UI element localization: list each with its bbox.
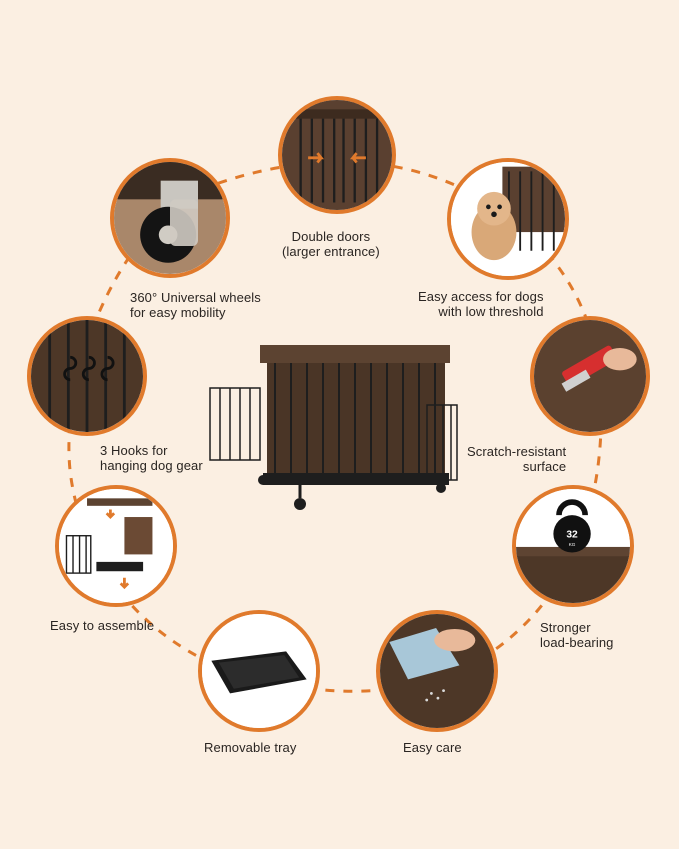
kettlebell-unit: KG <box>569 542 576 547</box>
caption-line: Stronger <box>540 620 591 635</box>
load-bearing-image: 32 KG <box>512 485 634 607</box>
caption-line: Easy care <box>403 740 462 755</box>
wheels-image <box>110 158 230 278</box>
caption-care: Easy care <box>403 740 462 755</box>
double-doors-image <box>278 96 396 214</box>
caption-line: Easy to assemble <box>50 618 155 633</box>
assemble-image <box>55 485 177 607</box>
caption-easy-access: Easy access for dogs with low threshold <box>418 289 544 319</box>
caption-line: surface <box>522 459 567 474</box>
dog-crate-product-image <box>205 340 465 515</box>
hooks-image <box>27 316 147 436</box>
caption-line: with low threshold <box>438 304 544 319</box>
caption-load: Stronger load-bearing <box>540 620 613 650</box>
caption-hooks: 3 Hooks for hanging dog gear <box>100 443 203 473</box>
caption-double-doors: Double doors (larger entrance) <box>282 229 380 259</box>
caption-line: Removable tray <box>204 740 297 755</box>
scratch-resistant-image <box>530 316 650 436</box>
caption-line: Double doors <box>291 229 371 244</box>
easy-access-image <box>447 158 569 280</box>
caption-line: 360° Universal wheels <box>130 290 261 305</box>
caption-wheels: 360° Universal wheels for easy mobility <box>130 290 261 320</box>
caption-tray: Removable tray <box>204 740 296 755</box>
easy-care-image <box>376 610 498 732</box>
caption-line: 3 Hooks for <box>100 443 168 458</box>
caption-line: hanging dog gear <box>100 458 203 473</box>
tray-image <box>198 610 320 732</box>
caption-line: load-bearing <box>540 635 614 650</box>
caption-line: for easy mobility <box>130 305 226 320</box>
caption-line: (larger entrance) <box>282 244 380 259</box>
caption-scratch: Scratch-resistant surface <box>467 444 566 474</box>
caption-line: Easy access for dogs <box>418 289 544 304</box>
caption-line: Scratch-resistant <box>467 444 567 459</box>
kettlebell-weight: 32 <box>566 530 578 541</box>
caption-assemble: Easy to assemble <box>50 618 154 633</box>
